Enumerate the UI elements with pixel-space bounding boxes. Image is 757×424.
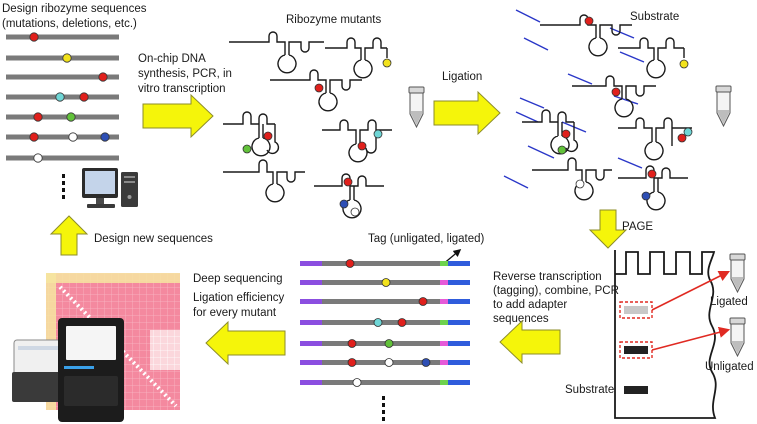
- design-new-label: Design new sequences: [94, 233, 213, 245]
- rt-label-line1: Reverse transcription: [493, 271, 602, 283]
- mutation-dot: [33, 112, 43, 122]
- design-title-line2: (mutations, deletions, etc.): [2, 18, 137, 30]
- mutation-dot: [357, 141, 367, 151]
- mutation-dot: [382, 58, 392, 68]
- mutation-dot: [314, 83, 324, 93]
- tube-icon: [715, 85, 732, 128]
- mutation-dot: [242, 144, 252, 154]
- mutation-dot: [384, 339, 394, 348]
- ribozyme-structure: [229, 31, 324, 74]
- arrow-ligation: [433, 90, 501, 136]
- synthesis-label-line3: vitro transcription: [138, 83, 226, 95]
- computer-icon: [82, 168, 138, 208]
- mutation-dot: [347, 339, 357, 348]
- mutation-dot: [347, 358, 357, 367]
- tagged-sequence-list: [300, 259, 470, 421]
- mutation-dot: [68, 132, 78, 142]
- substrate-gel-label: Substrate: [565, 384, 614, 396]
- mutation-dot: [345, 259, 355, 268]
- mutation-dot: [98, 72, 108, 82]
- tagged-sequence: [300, 259, 470, 268]
- tagged-sequence: [300, 358, 470, 367]
- mutation-dot: [397, 318, 407, 327]
- mutation-dot: [384, 358, 394, 367]
- rt-label-line4: sequences: [493, 313, 549, 325]
- tagged-sequence: [300, 378, 470, 387]
- mutation-dot: [343, 177, 353, 187]
- tagged-sequence: [300, 318, 470, 327]
- tube-icon: [729, 317, 746, 358]
- sequencing-label-line2: Ligation efficiency: [193, 292, 284, 304]
- tagged-sequence: [300, 339, 470, 348]
- page-label: PAGE: [622, 221, 653, 233]
- ribozyme-mutants-ligated-group: [522, 14, 693, 211]
- ribozyme-structure: [322, 119, 392, 163]
- mutation-dot: [339, 199, 349, 209]
- substrate-top-label: Substrate: [630, 11, 679, 23]
- arrow-design-new: [49, 215, 89, 256]
- arrow-synthesis: [142, 93, 214, 139]
- arrow-deep-sequencing: [205, 320, 286, 366]
- designed-sequence-list: [6, 32, 119, 199]
- tube-icon: [729, 253, 746, 294]
- mutation-dot: [350, 207, 360, 217]
- mutation-dot: [79, 92, 89, 102]
- synthesis-label-line2: synthesis, PCR, in: [138, 68, 232, 80]
- ribozyme-mutants-group: [223, 31, 392, 219]
- ribozyme-structure: [325, 37, 392, 79]
- arrow-reverse-transcription: [499, 319, 561, 365]
- mutation-dot: [418, 297, 428, 306]
- gel-band-substrate: [624, 386, 648, 394]
- mutants-title: Ribozyme mutants: [286, 14, 381, 26]
- tag-label: Tag (unligated, ligated): [368, 233, 485, 245]
- gel-band-ligated: [624, 306, 648, 314]
- synthesis-label-line1: On-chip DNA: [138, 53, 206, 65]
- mutation-dot: [100, 132, 110, 142]
- rt-label-line3: to add adapter: [493, 299, 567, 311]
- mutation-dot: [352, 378, 362, 387]
- substrate-strands: [503, 9, 645, 189]
- mutation-dot: [373, 318, 383, 327]
- gel-band-unligated: [624, 346, 648, 354]
- gel-image: [614, 250, 731, 419]
- tagged-sequence: [300, 278, 470, 287]
- mutation-dot: [29, 32, 39, 42]
- arrow-page: [588, 209, 628, 249]
- ligated-label: Ligated: [710, 296, 748, 308]
- mutation-dot: [29, 132, 39, 142]
- rt-label-line2: (tagging), combine, PCR: [493, 285, 619, 297]
- sequencing-label-line3: for every mutant: [193, 307, 277, 319]
- mutation-dot: [381, 278, 391, 287]
- ribozyme-structure: [314, 173, 384, 219]
- sequencing-label-line1: Deep sequencing: [193, 273, 283, 285]
- tube-icon: [408, 86, 425, 129]
- mutation-dot: [373, 129, 383, 139]
- tagged-sequence: [300, 297, 470, 306]
- mutation-dot: [62, 53, 72, 63]
- ribozyme-structure: [223, 159, 305, 203]
- mutation-dot: [33, 153, 43, 163]
- mutation-dot: [421, 358, 431, 367]
- sequencer-icon: [12, 318, 124, 422]
- ribozyme-structure: [270, 69, 362, 112]
- mutation-dot: [66, 112, 76, 122]
- mutation-dot: [55, 92, 65, 102]
- mutation-dot: [263, 131, 273, 141]
- ligation-label: Ligation: [442, 71, 482, 83]
- unligated-label: Unligated: [705, 361, 754, 373]
- design-title-line1: Design ribozyme sequences: [2, 3, 147, 15]
- ribozyme-structure: [223, 111, 280, 157]
